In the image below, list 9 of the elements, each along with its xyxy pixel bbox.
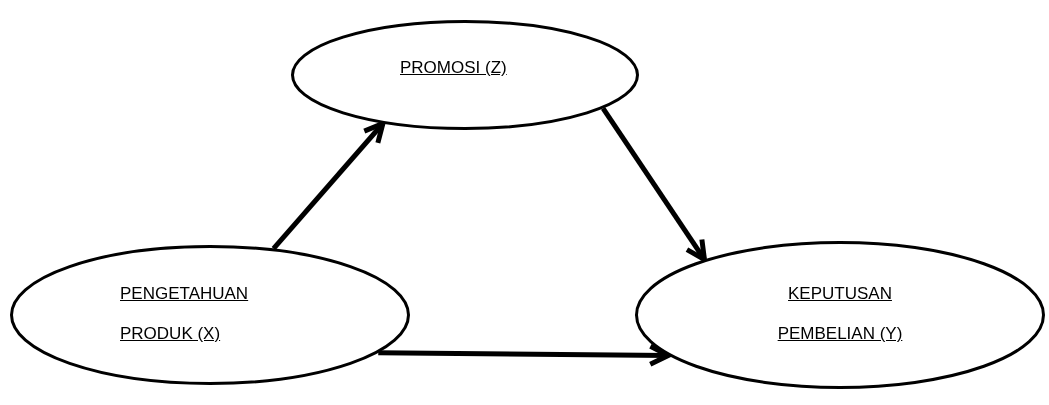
ellipse-node bbox=[291, 20, 639, 130]
node-label: KEPUTUSAN PEMBELIAN (Y) bbox=[776, 283, 904, 345]
node-label: PROMOSI (Z) bbox=[400, 57, 508, 79]
arrow bbox=[378, 343, 671, 367]
ellipse-node bbox=[635, 241, 1045, 389]
node-label: PENGETAHUAN PRODUK (X) bbox=[120, 283, 250, 345]
ellipse-node bbox=[10, 245, 410, 385]
arrow bbox=[271, 121, 386, 251]
arrow bbox=[601, 107, 707, 262]
